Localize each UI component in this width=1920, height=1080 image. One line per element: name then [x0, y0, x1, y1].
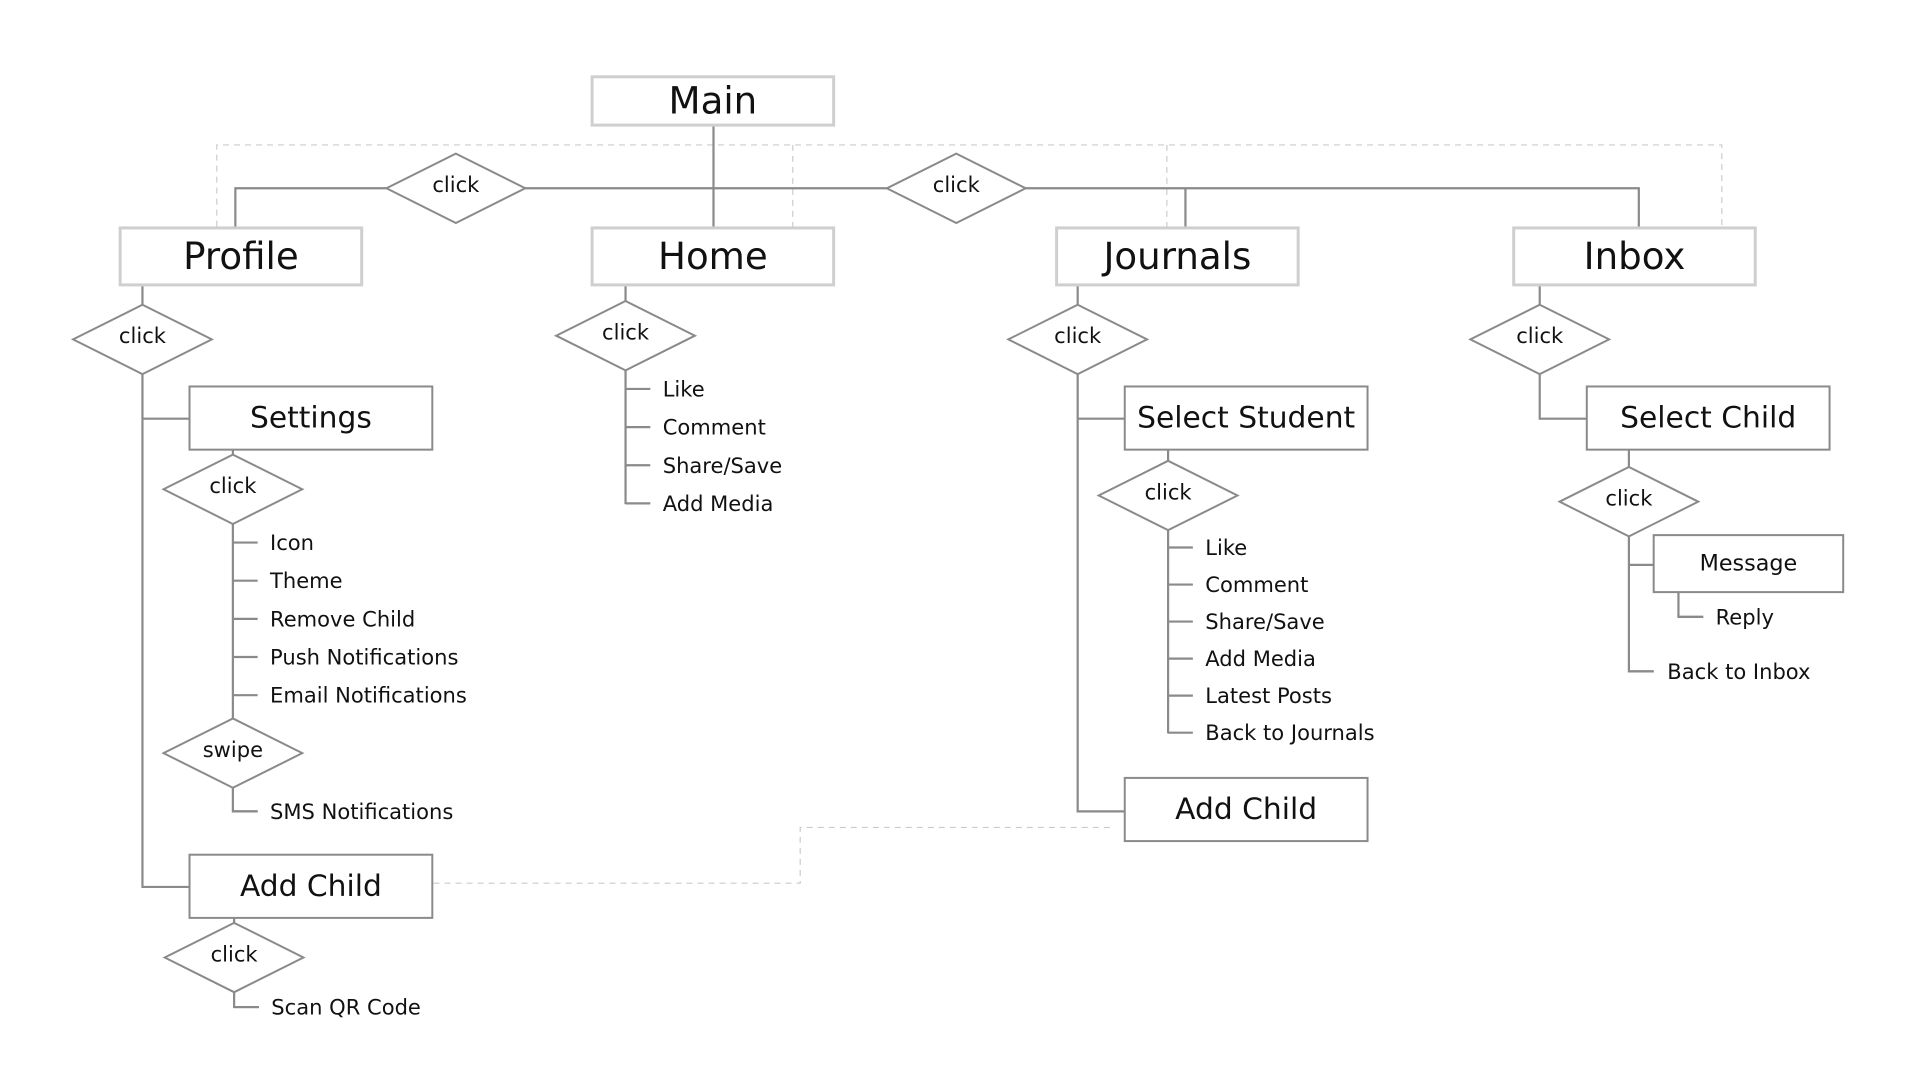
profile-add-child-node	[188, 853, 434, 919]
inbox-to-select-child-line	[1538, 374, 1587, 420]
home-item-0: Like	[663, 376, 705, 401]
select-student-click-decision	[1096, 459, 1240, 532]
journals-click-decision-label: click	[1054, 323, 1102, 348]
inbox-click-decision	[1468, 303, 1612, 376]
select-student-item-2: Share/Save	[1205, 609, 1325, 634]
top-left-click-decision-label: click	[432, 172, 480, 197]
select-child-click-decision-label: click	[1605, 485, 1653, 510]
home-node-label: Home	[658, 235, 768, 278]
select-student-click-decision-label: click	[1145, 479, 1193, 504]
profile-click-decision-label: click	[119, 323, 167, 348]
select-student-node	[1123, 385, 1369, 451]
select-student-item-4: Latest Posts	[1205, 683, 1332, 708]
message-item-0: Reply	[1716, 604, 1774, 629]
select-student-item-0: Like	[1205, 535, 1247, 560]
settings-click-decision-label: click	[209, 473, 257, 498]
home-item-3: Add Media	[663, 491, 774, 516]
dashed-add-child-link	[433, 826, 1115, 884]
select-child-node	[1585, 385, 1831, 451]
swipe-items-line	[231, 787, 258, 813]
select-student-node-label: Select Student	[1137, 401, 1355, 436]
inbox-node-label: Inbox	[1584, 235, 1686, 278]
journals-add-child-node-label: Add Child	[1175, 792, 1317, 827]
message-items-line	[1677, 592, 1704, 618]
swipe-item-0: SMS Notifications	[270, 799, 453, 824]
settings-item-1: Theme	[269, 568, 343, 593]
settings-click-decision	[161, 453, 305, 526]
top-right-click-decision-label: click	[933, 172, 981, 197]
main-node	[590, 75, 836, 127]
home-click-decision-label: click	[602, 319, 650, 344]
journals-click-decision	[1006, 303, 1150, 376]
select-student-item-3: Add Media	[1205, 646, 1316, 671]
message-node-label: Message	[1700, 551, 1798, 577]
home-item-2: Share/Save	[663, 453, 783, 478]
profile-node-label: Profile	[183, 235, 299, 278]
profile-add-child-node-label: Add Child	[240, 869, 382, 904]
add-child-item-0: Scan QR Code	[271, 995, 421, 1020]
select-child-click-decision	[1557, 465, 1701, 538]
connectors	[141, 125, 1723, 1009]
home-item-1: Comment	[663, 415, 766, 440]
journals-spine-line	[1076, 374, 1125, 813]
select-child-item-0: Back to Inbox	[1667, 659, 1810, 684]
top-right-click-decision	[884, 152, 1028, 225]
settings-swipe-decision-label: swipe	[203, 737, 263, 762]
select-student-item-1: Comment	[1205, 572, 1308, 597]
add-child-click-decision	[162, 921, 306, 994]
main-node-label: Main	[669, 79, 758, 122]
settings-node	[188, 385, 434, 451]
journals-node-label: Journals	[1101, 235, 1251, 278]
top-left-click-decision	[384, 152, 528, 225]
message-node	[1652, 534, 1845, 594]
settings-item-0: Icon	[270, 530, 314, 555]
settings-item-4: Email Notifications	[270, 683, 467, 708]
select-child-node-label: Select Child	[1620, 401, 1796, 436]
settings-item-2: Remove Child	[270, 606, 415, 631]
inbox-click-decision-label: click	[1516, 323, 1564, 348]
select-child-spine	[1627, 536, 1654, 673]
journals-add-child-node	[1123, 776, 1369, 843]
add-child-items-line	[233, 992, 259, 1009]
home-click-decision	[553, 299, 698, 372]
profile-spine-line	[141, 374, 190, 889]
settings-node-label: Settings	[250, 401, 372, 436]
journals-node	[1055, 226, 1300, 287]
home-node	[590, 226, 836, 287]
settings-swipe-decision	[161, 717, 305, 789]
add-child-click-decision-label: click	[211, 941, 259, 966]
settings-item-3: Push Notifications	[270, 645, 458, 670]
profile-node	[118, 226, 364, 287]
inbox-node	[1512, 226, 1757, 287]
select-student-item-5: Back to Journals	[1205, 720, 1374, 745]
profile-click-decision	[70, 303, 215, 376]
